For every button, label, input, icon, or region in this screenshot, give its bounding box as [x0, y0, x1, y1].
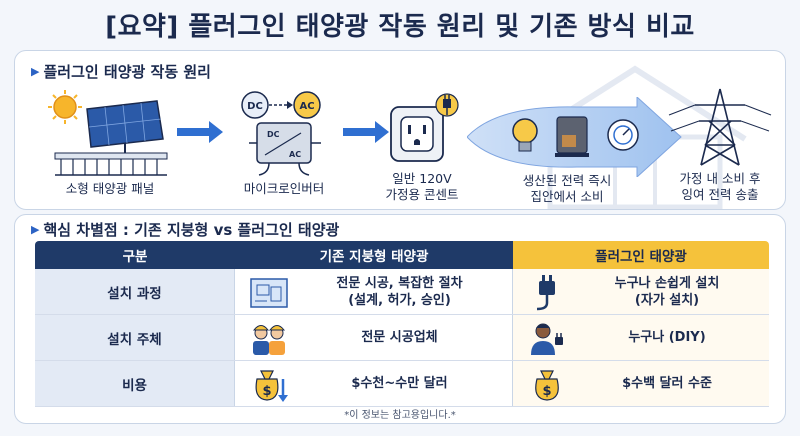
sun-icon [48, 90, 82, 124]
microinverter-icon: DC AC DC AC [241, 91, 321, 176]
cell-text-line1: 전문 시공, 복잡한 절차 [336, 275, 463, 291]
section-heading-text: 핵심 차별점 : 기존 지붕형 vs 플러그인 태양광 [43, 221, 340, 239]
arrow-right-icon [177, 121, 223, 143]
section-heading-how-it-works: ▶플러그인 태양광 작동 원리 [31, 61, 211, 82]
cell-plugin: 누구나 손쉽게 설치 (자가 설치) [513, 269, 769, 314]
header-existing-rooftop: 기존 지붕형 태양광 [235, 241, 513, 269]
bullet-triangle-icon: ▶ [31, 223, 40, 236]
step-consume: 생산된 전력 즉시 집안에서 소비 [497, 173, 637, 205]
outlet-icon [390, 93, 459, 162]
step-label-grid-1: 가정 내 소비 후 [679, 171, 761, 186]
row-label: 비용 [35, 361, 235, 406]
step-outlet: 일반 120V 가정용 콘센트 [367, 91, 477, 203]
cell-text-line1: 누구나 손쉽게 설치 [614, 275, 720, 291]
energy-flow-band [467, 97, 682, 177]
step-label-outlet-2: 가정용 콘센트 [385, 187, 459, 202]
step-label-grid-2: 잉여 전력 송출 [681, 187, 759, 202]
bullet-triangle-icon: ▶ [31, 65, 40, 78]
ac-label: AC [299, 101, 314, 112]
section-heading-comparison: ▶핵심 차별점 : 기존 지붕형 vs 플러그인 태양광 [31, 219, 339, 240]
cell-text-line1: $수천~수만 달러 [351, 376, 448, 391]
section-heading-text: 플러그인 태양광 작동 원리 [43, 63, 211, 81]
dc-label: DC [247, 101, 263, 112]
cell-text: 누구나 (DIY) [573, 315, 761, 360]
step-grid: 가정 내 소비 후 잉여 전력 송출 [665, 85, 775, 203]
how-it-works-panel: ▶플러그인 태양광 작동 원리 [14, 50, 786, 210]
cell-text-line2: (설계, 허가, 승인) [348, 292, 451, 308]
workers-icon [252, 325, 286, 355]
money-bag-down-icon: $ [255, 370, 288, 402]
cell-text-line1: 전문 시공업체 [361, 330, 438, 345]
box-ac-label: AC [289, 150, 301, 159]
header-category: 구분 [35, 241, 235, 269]
meter-icon [607, 119, 639, 151]
cell-text: 전문 시공, 복잡한 절차 (설계, 허가, 승인) [295, 269, 504, 314]
step-solar-panel: 소형 태양광 패널 [45, 87, 175, 197]
arrow-right-icon [343, 121, 389, 143]
plug-icon [536, 275, 555, 311]
step-label-outlet-1: 일반 120V [392, 171, 452, 186]
step-label-consume-1: 생산된 전력 즉시 [522, 173, 612, 188]
table-row-installer: 설치 주체 전문 시공업체 [35, 315, 769, 361]
svg-text:$: $ [262, 384, 271, 399]
step-label-microinverter: 마이크로인버터 [243, 181, 325, 196]
cell-text: $수백 달러 수준 [573, 361, 761, 406]
footnote: *이 정보는 참고용입니다.* [344, 410, 456, 421]
cell-text-line2: (자가 설치) [634, 292, 700, 308]
power-tower-icon [668, 88, 772, 166]
cell-text-line1: $수백 달러 수준 [622, 376, 712, 391]
cell-text: 누구나 손쉽게 설치 (자가 설치) [573, 269, 761, 314]
svg-text:$: $ [542, 384, 551, 399]
box-dc-label: DC [267, 130, 280, 139]
cell-existing: 전문 시공, 복잡한 절차 (설계, 허가, 승인) [235, 269, 513, 314]
solar-panel-icon [48, 90, 168, 176]
table-row-cost: 비용 $ $수천~수만 달러 $ [35, 361, 769, 407]
money-bag-icon: $ [535, 370, 559, 401]
person-diy-icon [531, 323, 563, 355]
row-label: 설치 주체 [35, 315, 235, 360]
cell-existing: 전문 시공업체 [235, 315, 513, 360]
cell-text: 전문 시공업체 [295, 315, 504, 360]
header-plugin-solar: 플러그인 태양광 [513, 241, 769, 269]
step-label-consume-2: 집안에서 소비 [530, 189, 604, 204]
cell-existing: $ $수천~수만 달러 [235, 361, 513, 406]
coffee-machine-icon [555, 116, 589, 157]
cell-plugin: $ $수백 달러 수준 [513, 361, 769, 406]
blueprint-icon [250, 278, 288, 308]
cell-text-line1: 누구나 (DIY) [628, 330, 706, 345]
cell-plugin: 누구나 (DIY) [513, 315, 769, 360]
step-label-solar-panel: 소형 태양광 패널 [65, 181, 155, 196]
table-row-install-process: 설치 과정 전문 시공, 복잡한 절차 (설계, 허가, 승인) [35, 269, 769, 315]
comparison-panel: ▶핵심 차별점 : 기존 지붕형 vs 플러그인 태양광 구분 기존 지붕형 태… [14, 214, 786, 424]
cell-text: $수천~수만 달러 [295, 361, 504, 406]
page-title: [요약] 플러그인 태양광 작동 원리 및 기존 방식 비교 [105, 12, 695, 42]
row-label: 설치 과정 [35, 269, 235, 314]
lightbulb-icon [512, 118, 538, 152]
step-microinverter: DC AC DC AC 마이크로인버터 [229, 89, 339, 197]
